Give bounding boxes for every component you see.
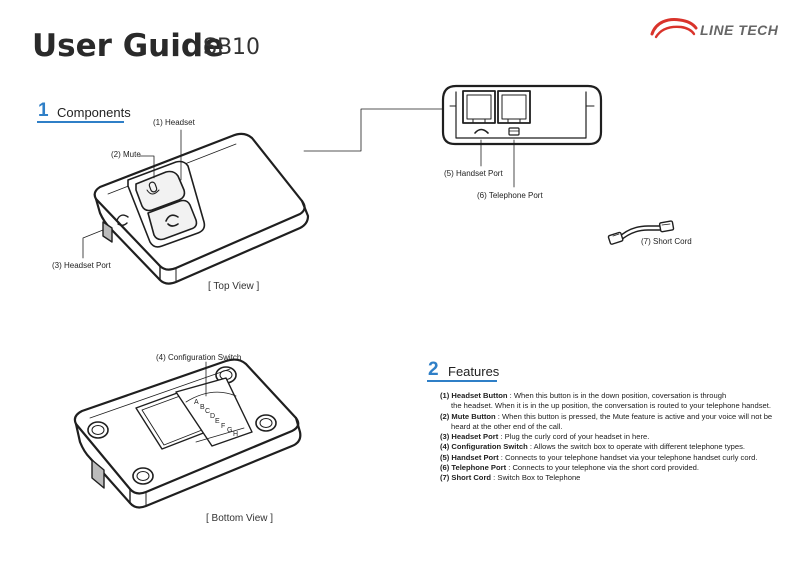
feature-line: (4) Configuration Switch : Allows the sw…	[440, 442, 780, 452]
brand-name: LINE TECH	[700, 22, 779, 38]
section-title-features: Features	[448, 364, 500, 379]
feature-text: : Connects to your telephone handset via…	[498, 452, 758, 462]
model-name: SB10	[203, 35, 261, 60]
label-headset: (1) Headset	[153, 118, 195, 127]
top-view-leaders	[82, 129, 182, 259]
label-telephone-port: (6) Telephone Port	[477, 191, 543, 200]
feature-line: (5) Handset Port : Connects to your tele…	[440, 453, 780, 463]
dial-letter: D	[210, 413, 215, 420]
label-mute: (2) Mute	[111, 150, 141, 159]
dial-letter: C	[205, 408, 210, 415]
feature-term: (7) Short Cord	[440, 473, 492, 483]
feature-text: : Plug the curly cord of your headset in…	[498, 432, 650, 442]
feature-text: : When this button is pressed, the Mute …	[495, 411, 773, 421]
section-rule-2	[427, 380, 497, 382]
feature-term: (2) Mute Button	[440, 411, 496, 421]
feature-text: : When this button is in the down positi…	[507, 391, 727, 400]
dial-letter: F	[221, 423, 225, 430]
switch-box-top-view	[93, 132, 310, 285]
feature-line: (7) Short Cord : Switch Box to Telephone	[440, 473, 780, 483]
dial-letter: H	[233, 431, 238, 438]
dial-letter: B	[200, 404, 205, 411]
short-cord-drawing	[607, 220, 675, 245]
section-title-components: Components	[57, 105, 131, 120]
caption-bottom-view: [ Bottom View ]	[206, 513, 274, 524]
label-short-cord: (7) Short Cord	[641, 237, 692, 246]
port-leaders	[480, 139, 515, 188]
config-dial-letters: A B C D E F G H	[194, 399, 238, 438]
feature-line: (6) Telephone Port : Connects to your te…	[440, 463, 780, 473]
dial-letter: A	[194, 399, 199, 406]
feature-line: (3) Headset Port : Plug the curly cord o…	[440, 432, 780, 442]
caption-top-view: [ Top View ]	[208, 281, 260, 292]
feature-term: (6) Telephone Port	[440, 463, 507, 473]
feature-term: (1) Headset Button	[440, 391, 508, 400]
feature-term: (5) Handset Port	[440, 452, 499, 462]
feature-term: (4) Configuration Switch	[440, 442, 528, 452]
section-number-1: 1	[38, 100, 49, 121]
feature-text: : Connects to your telephone via the sho…	[506, 463, 700, 473]
feature-line: (1) Headset Button : When this button is…	[440, 391, 780, 401]
section-number-2: 2	[428, 359, 439, 380]
feature-text: the headset. When it is in the up positi…	[451, 401, 771, 411]
page-title: User Guide	[32, 28, 225, 64]
feature-term: (3) Headset Port	[440, 432, 499, 442]
feature-text: : Allows the switch box to operate with …	[527, 442, 746, 452]
feature-text: heard at the other end of the call.	[451, 421, 563, 431]
label-handset-port: (5) Handset Port	[444, 169, 503, 178]
port-closeup	[441, 84, 603, 146]
feature-line: the headset. When it is in the up positi…	[440, 401, 780, 411]
feature-line: (2) Mute Button : When this button is pr…	[440, 412, 780, 422]
section-rule-1	[37, 121, 124, 123]
dial-letter: G	[227, 427, 232, 434]
label-config-switch: (4) Configuration Switch	[156, 353, 242, 362]
dial-letter: E	[215, 418, 220, 425]
feature-text: : Switch Box to Telephone	[491, 473, 581, 483]
features-list: (1) Headset Button : When this button is…	[440, 391, 780, 484]
switch-box-bottom-view	[73, 358, 302, 509]
label-headset-port: (3) Headset Port	[52, 261, 111, 270]
feature-line: heard at the other end of the call.	[440, 422, 780, 432]
